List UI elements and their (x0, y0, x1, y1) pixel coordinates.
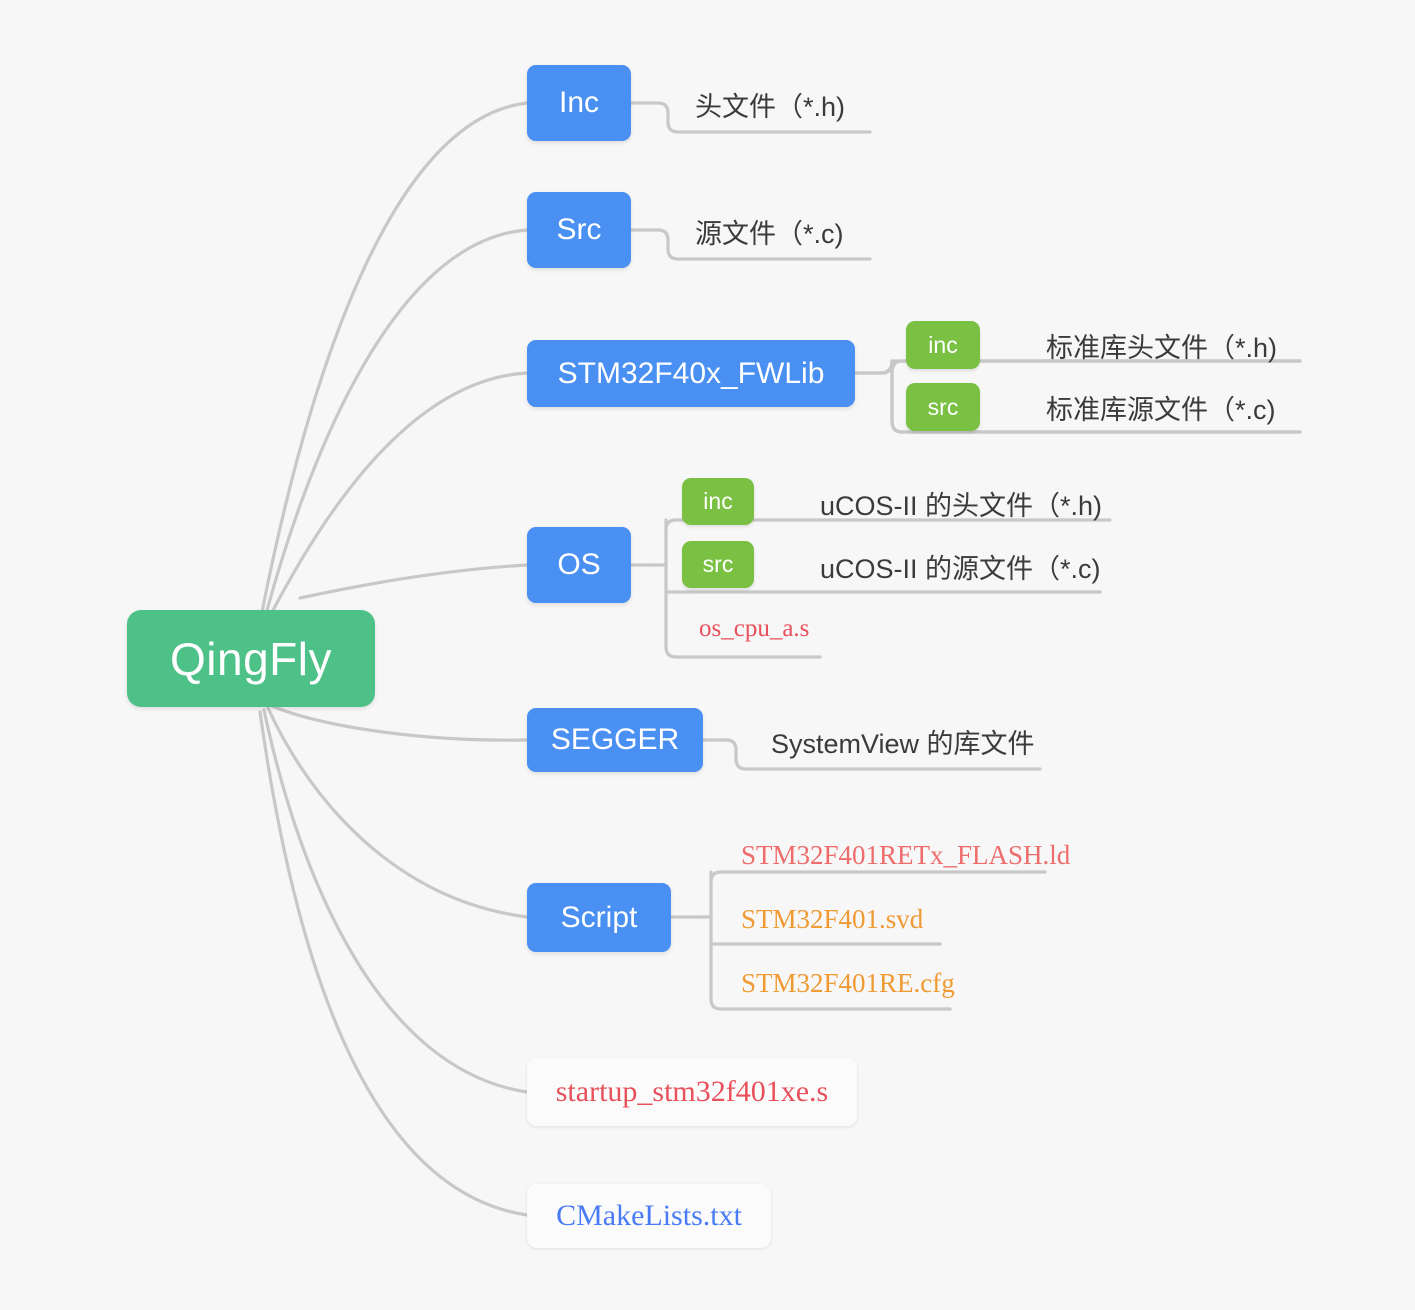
file-stm32f401-svd-label: STM32F401.svd (741, 903, 924, 934)
node-stm32f40x-fwlib-label: STM32F40x_FWLib (557, 356, 825, 390)
note-fwlib-inc-desc: 标准库头文件（*.h) (1046, 327, 1376, 363)
node-os-inc[interactable]: inc (682, 478, 754, 525)
node-stm32f40x-fwlib[interactable]: STM32F40x_FWLib (527, 340, 855, 407)
link-root-segger (270, 704, 529, 742)
link-root-startup (262, 708, 529, 1094)
note-os-inc-desc-label: uCOS-II 的头文件（*.h) (820, 490, 1103, 521)
file-stm32f401-svd[interactable]: STM32F401.svd (741, 901, 1141, 937)
node-src[interactable]: Src (527, 192, 631, 268)
file-os-cpu-a-s-label: os_cpu_a.s (699, 615, 810, 642)
node-os-label: OS (557, 548, 601, 581)
note-fwlib-inc-desc-label: 标准库头文件（*.h) (1046, 332, 1278, 363)
root-node-label: QingFly (170, 632, 332, 685)
note-os-src-desc-label: uCOS-II 的源文件（*.c) (820, 553, 1101, 584)
node-cmakelists-txt-label: CMakeLists.txt (556, 1199, 742, 1232)
node-script-label: Script (560, 900, 638, 934)
node-fwlib-inc[interactable]: inc (906, 321, 980, 369)
note-segger-desc-label: SystemView 的库文件 (771, 728, 1035, 759)
link-root-fwlib (268, 371, 529, 618)
node-script[interactable]: Script (527, 883, 671, 952)
node-segger-label: SEGGER (550, 723, 680, 756)
node-segger[interactable]: SEGGER (527, 708, 703, 772)
link-root-script (266, 706, 529, 919)
note-fwlib-src-desc-label: 标准库源文件（*.c) (1046, 394, 1276, 425)
node-os-src-label: src (702, 551, 734, 577)
file-stm32f401re-cfg-label: STM32F401RE.cfg (741, 967, 955, 998)
node-startup-stm32f401xe-s[interactable]: startup_stm32f401xe.s (527, 1058, 857, 1126)
file-os-cpu-a-s[interactable]: os_cpu_a.s (699, 612, 999, 646)
file-stm32f401retx-flash-ld[interactable]: STM32F401RETx_FLASH.ld (741, 837, 1171, 873)
node-fwlib-src[interactable]: src (906, 383, 980, 431)
node-inc-label: Inc (558, 86, 600, 119)
link-root-os (298, 563, 529, 600)
file-stm32f401retx-flash-ld-label: STM32F401RETx_FLASH.ld (741, 839, 1071, 870)
note-os-src-desc: uCOS-II 的源文件（*.c) (820, 548, 1200, 584)
link-root-cmake (258, 710, 529, 1217)
root-node-qingfly[interactable]: QingFly (127, 610, 375, 707)
node-os-inc-label: inc (703, 488, 733, 514)
node-fwlib-inc-label: inc (928, 331, 958, 358)
link-root-inc (260, 101, 529, 614)
note-src-desc: 源文件（*.c) (695, 213, 1015, 249)
file-stm32f401re-cfg[interactable]: STM32F401RE.cfg (741, 965, 1141, 1001)
note-inc-desc-label: 头文件（*.h) (695, 91, 846, 122)
link-root-src (264, 228, 529, 616)
node-inc[interactable]: Inc (527, 65, 631, 141)
note-inc-desc: 头文件（*.h) (695, 86, 1015, 122)
note-src-desc-label: 源文件（*.c) (695, 218, 844, 249)
node-os-src[interactable]: src (682, 541, 754, 588)
node-startup-stm32f401xe-s-label: startup_stm32f401xe.s (555, 1075, 829, 1108)
node-cmakelists-txt[interactable]: CMakeLists.txt (527, 1184, 771, 1248)
node-src-label: Src (556, 213, 602, 246)
node-os[interactable]: OS (527, 527, 631, 603)
note-os-inc-desc: uCOS-II 的头文件（*.h) (820, 485, 1200, 521)
node-fwlib-src-label: src (927, 393, 959, 420)
note-segger-desc: SystemView 的库文件 (771, 723, 1101, 759)
note-fwlib-src-desc: 标准库源文件（*.c) (1046, 389, 1376, 425)
